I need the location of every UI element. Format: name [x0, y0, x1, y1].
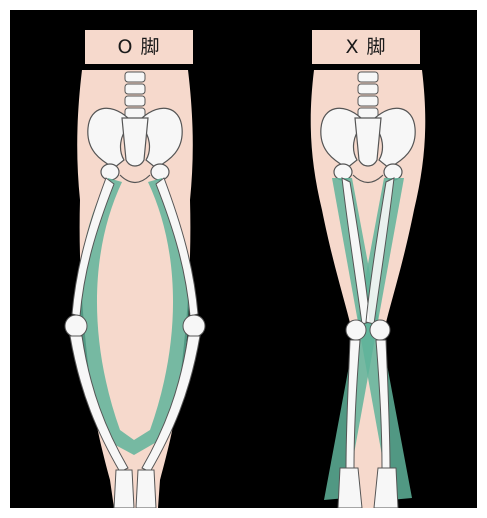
o-leg-label: O 脚	[85, 30, 193, 64]
x-leg-panel: X 脚	[244, 10, 477, 508]
o-leg-panel: O 脚	[10, 10, 243, 508]
o-leg-illustration	[10, 10, 243, 508]
x-leg-illustration	[244, 10, 477, 508]
x-leg-label: X 脚	[312, 30, 420, 64]
illustration-canvas: O 脚	[10, 10, 477, 508]
